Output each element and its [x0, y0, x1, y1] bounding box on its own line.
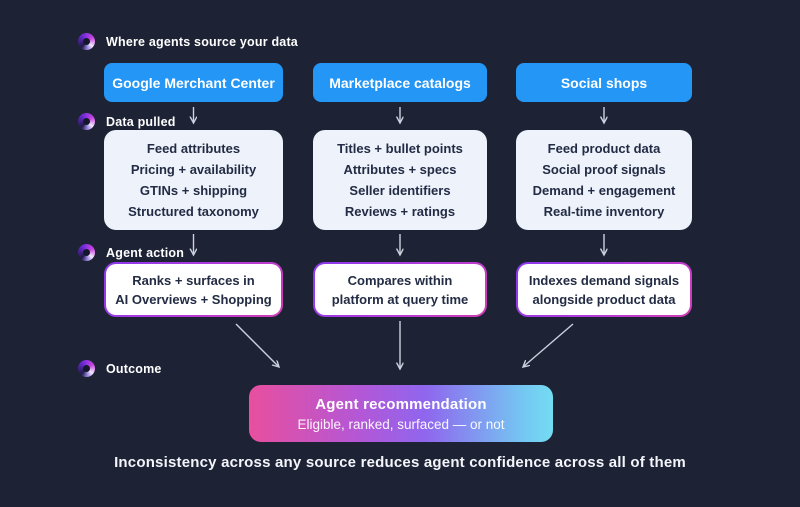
- agent-action-line: Indexes demand signals: [528, 272, 680, 288]
- row-label-text: Agent action: [106, 245, 185, 260]
- ring-icon: [78, 113, 95, 130]
- footer-caption: Inconsistency across any source reduces …: [114, 454, 686, 471]
- agent-action-box-3: Indexes demand signals alongside product…: [516, 262, 692, 317]
- agent-action-inner: Compares within platform at query time: [315, 264, 485, 315]
- data-pulled-line: Titles + bullet points: [337, 141, 463, 156]
- agent-action-line: Ranks + surfaces in: [132, 272, 255, 288]
- row-label-text: Where agents source your data: [106, 34, 298, 49]
- data-pulled-line: Attributes + specs: [343, 162, 457, 177]
- ring-icon: [78, 244, 95, 261]
- arrow-action-to-outcome-1: [235, 323, 279, 367]
- data-pulled-box-3: Feed product data Social proof signals D…: [516, 130, 692, 230]
- ring-icon: [78, 33, 95, 50]
- data-pulled-line: Structured taxonomy: [128, 204, 259, 219]
- ring-icon: [78, 360, 95, 377]
- agent-action-line: Compares within: [347, 272, 453, 288]
- data-pulled-line: Demand + engagement: [532, 183, 676, 198]
- agent-action-line: platform at query time: [331, 291, 469, 307]
- agent-action-line: alongside product data: [532, 291, 676, 307]
- outcome-box: Agent recommendation Eligible, ranked, s…: [249, 385, 553, 442]
- row-label-source: Where agents source your data: [78, 33, 298, 50]
- data-pulled-line: Feed attributes: [146, 141, 241, 156]
- arrow-action-to-outcome-3: [523, 323, 574, 367]
- data-pulled-box-2: Titles + bullet points Attributes + spec…: [313, 130, 487, 230]
- data-pulled-line: Real-time inventory: [543, 204, 665, 219]
- data-pulled-line: Seller identifiers: [349, 183, 451, 198]
- data-pulled-line: Reviews + ratings: [344, 204, 456, 219]
- agent-action-inner: Indexes demand signals alongside product…: [518, 264, 690, 315]
- source-header-marketplace-catalogs: Marketplace catalogs: [313, 63, 487, 102]
- source-header-google-merchant-center: Google Merchant Center: [104, 63, 283, 102]
- source-header-social-shops: Social shops: [516, 63, 692, 102]
- agent-action-box-2: Compares within platform at query time: [313, 262, 487, 317]
- data-pulled-line: Pricing + availability: [130, 162, 257, 177]
- agent-action-line: AI Overviews + Shopping: [115, 291, 272, 307]
- row-label-text: Outcome: [106, 361, 162, 376]
- outcome-title: Agent recommendation: [315, 395, 487, 413]
- row-label-outcome: Outcome: [78, 360, 162, 377]
- data-pulled-line: Feed product data: [547, 141, 661, 156]
- data-pulled-box-1: Feed attributes Pricing + availability G…: [104, 130, 283, 230]
- agent-action-box-1: Ranks + surfaces in AI Overviews + Shopp…: [104, 262, 283, 317]
- data-pulled-line: GTINs + shipping: [139, 183, 248, 198]
- data-pulled-line: Social proof signals: [542, 162, 666, 177]
- agent-action-inner: Ranks + surfaces in AI Overviews + Shopp…: [106, 264, 281, 315]
- row-label-agent-action: Agent action: [78, 244, 184, 261]
- outcome-subtitle: Eligible, ranked, surfaced — or not: [297, 416, 505, 432]
- row-label-data-pulled: Data pulled: [78, 113, 176, 130]
- row-label-text: Data pulled: [106, 114, 176, 129]
